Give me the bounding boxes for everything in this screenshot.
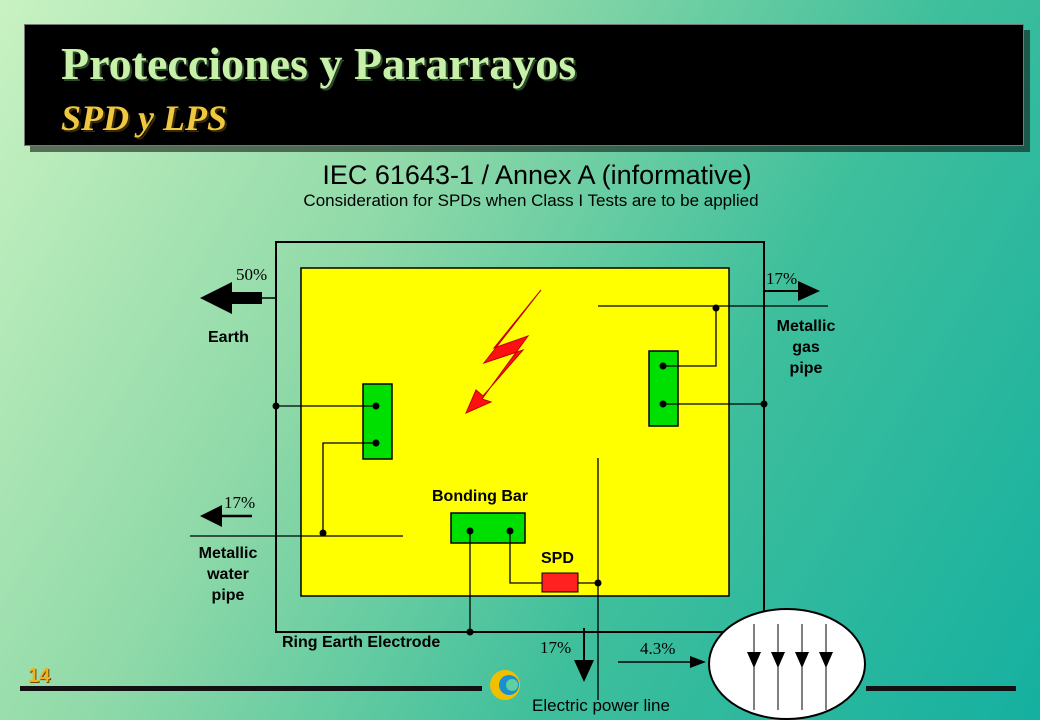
- bonding-bar: [450, 512, 526, 544]
- power-percent-label: 17%: [540, 638, 571, 657]
- earth-label: Earth: [208, 329, 249, 346]
- water-arrow: [200, 505, 252, 527]
- ring-earth-boundary: [275, 241, 765, 633]
- company-logo-icon: [488, 668, 522, 702]
- right-terminal-block: [648, 350, 679, 427]
- water-label-line2: water: [206, 566, 249, 583]
- wiring: [190, 305, 828, 700]
- diagram-heading: IEC 61643-1 / Annex A (informative): [322, 160, 751, 190]
- water-percent-label: 17%: [224, 493, 255, 512]
- water-label-line3: pipe: [212, 587, 245, 604]
- title-banner: Protecciones y Pararrayos SPD y LPS: [24, 24, 1024, 146]
- bonding-bar-label: Bonding Bar: [432, 488, 528, 505]
- gas-label-line1: Metallic: [777, 318, 836, 335]
- left-terminal-block: [362, 383, 393, 460]
- cable-percent-label: 4.3%: [640, 639, 675, 658]
- lightning-bolt-icon: [465, 289, 542, 414]
- slide-number: 14: [28, 665, 51, 687]
- junction-dots: [272, 304, 768, 636]
- gas-label-line3: pipe: [790, 360, 823, 377]
- spd-label: SPD: [541, 550, 574, 567]
- gas-label-line2: gas: [792, 339, 820, 356]
- footer-line-right: [866, 686, 1016, 691]
- equipment-oval: [708, 608, 866, 720]
- water-label-line1: Metallic: [199, 545, 258, 562]
- slide-title: Protecciones y Pararrayos: [61, 38, 577, 89]
- diagram-subheading: Consideration for SPDs when Class I Test…: [303, 191, 758, 210]
- gas-percent-label: 17%: [766, 269, 797, 288]
- spd-device: [541, 572, 579, 593]
- gas-arrow: [764, 281, 820, 301]
- earth-percent-label: 50%: [236, 265, 267, 284]
- power-arrow: [574, 628, 594, 682]
- footer-line-left: [20, 686, 482, 691]
- earth-arrow: [200, 282, 276, 314]
- cable-arrow: [618, 656, 706, 668]
- ring-electrode-label: Ring Earth Electrode: [282, 634, 440, 651]
- power-line-label: Electric power line: [532, 696, 670, 715]
- slide-subtitle: SPD y LPS: [61, 98, 227, 138]
